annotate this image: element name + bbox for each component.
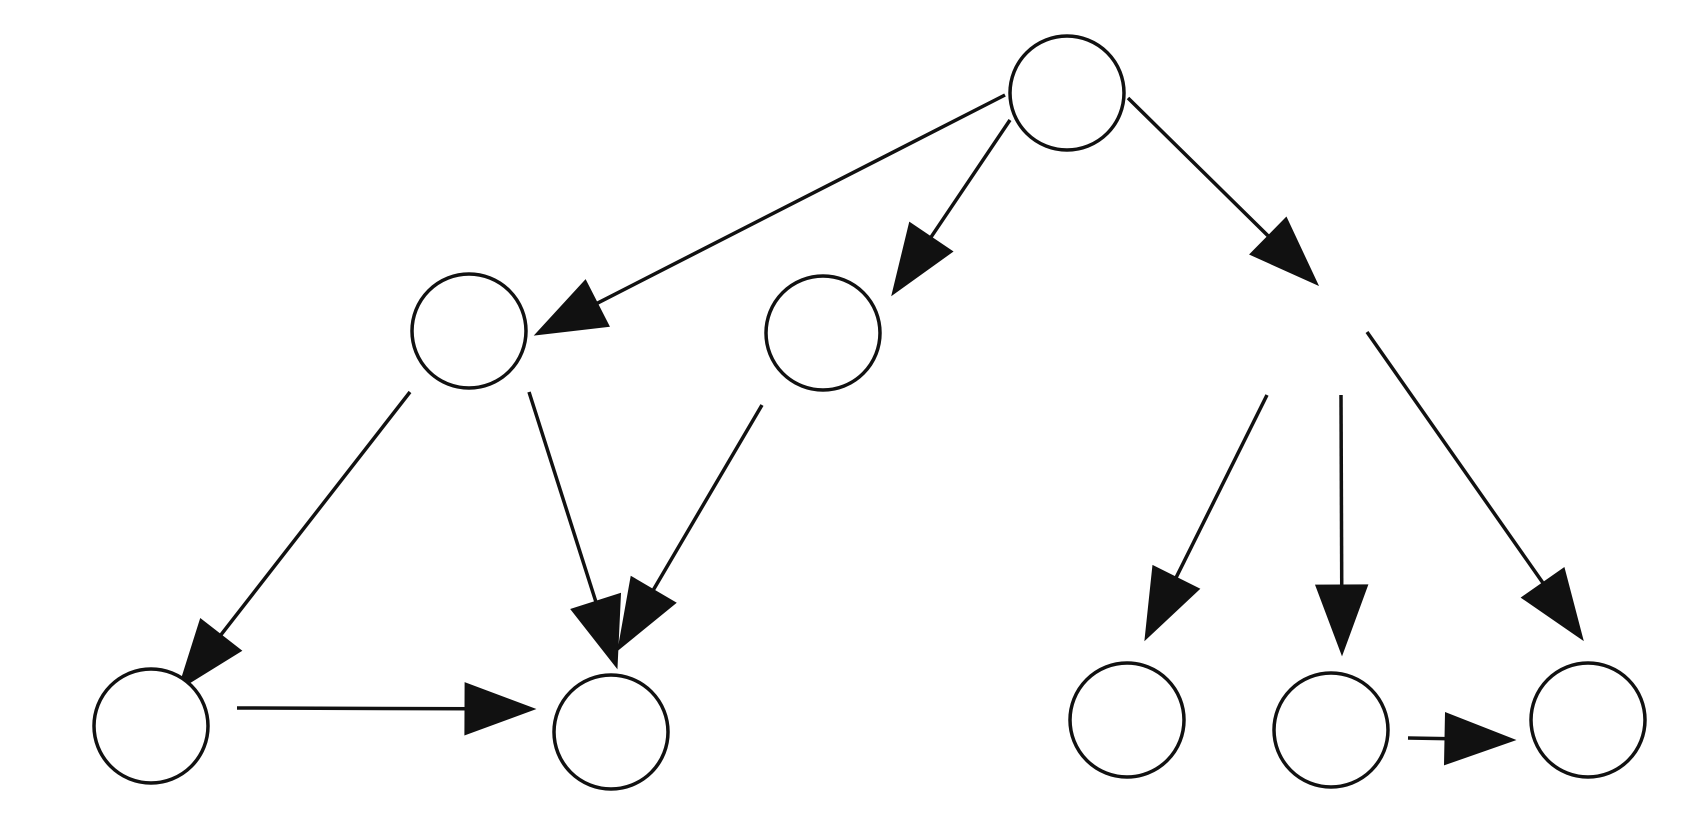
arrowhead-icon (570, 592, 622, 670)
node-n_mid (764, 274, 882, 392)
node-n_lm (552, 673, 670, 791)
edge-right-branch-junction-to-n_r3 (1365, 330, 1584, 642)
edge-line (1407, 736, 1452, 741)
arrowhead-icon (177, 617, 243, 692)
edge-line (1339, 394, 1344, 592)
arrowhead-icon (617, 575, 677, 652)
arrowhead-icon (891, 221, 954, 297)
edge-n_ll-to-n_lm (236, 682, 537, 736)
edge-line (1171, 394, 1269, 584)
arrowhead-icon (533, 279, 610, 336)
edge-line (591, 93, 1006, 308)
edge-line (527, 391, 600, 608)
node-n_left (410, 272, 528, 390)
node-n_r2 (1272, 671, 1390, 789)
edge-line (648, 404, 764, 596)
edge-line (215, 390, 412, 641)
arrowhead-icon (464, 682, 537, 736)
arrowhead-icon (1144, 564, 1201, 642)
edge-right-branch-junction-to-n_r1 (1144, 394, 1269, 642)
edge-n_left-to-n_ll (177, 390, 412, 692)
node-n_r1 (1068, 661, 1186, 779)
edge-line (926, 119, 1012, 243)
edge-n_left-to-n_lm (527, 391, 622, 670)
edge-line (1126, 96, 1274, 242)
arrowhead-icon (1314, 584, 1369, 657)
edge-n_mid-to-n_lm (617, 404, 764, 652)
arrowhead-icon (1443, 711, 1517, 766)
node-n_r3 (1529, 661, 1647, 779)
edge-n_root-to-n_left (533, 93, 1006, 336)
nodes-layer (92, 34, 1647, 791)
arrowhead-icon (1249, 216, 1320, 287)
edges-layer (177, 93, 1584, 766)
edge-right-branch-junction-to-n_r2 (1314, 394, 1369, 657)
edge-line (1365, 330, 1548, 589)
arrowhead-icon (1520, 566, 1584, 642)
node-n_ll (92, 667, 210, 785)
node-n_root (1008, 34, 1126, 152)
edge-n_r2-to-n_r3 (1407, 711, 1517, 766)
edge-line (236, 706, 472, 711)
edge-n_root-to-right-branch-junction (1126, 96, 1320, 287)
edge-n_root-to-n_mid (891, 119, 1012, 297)
